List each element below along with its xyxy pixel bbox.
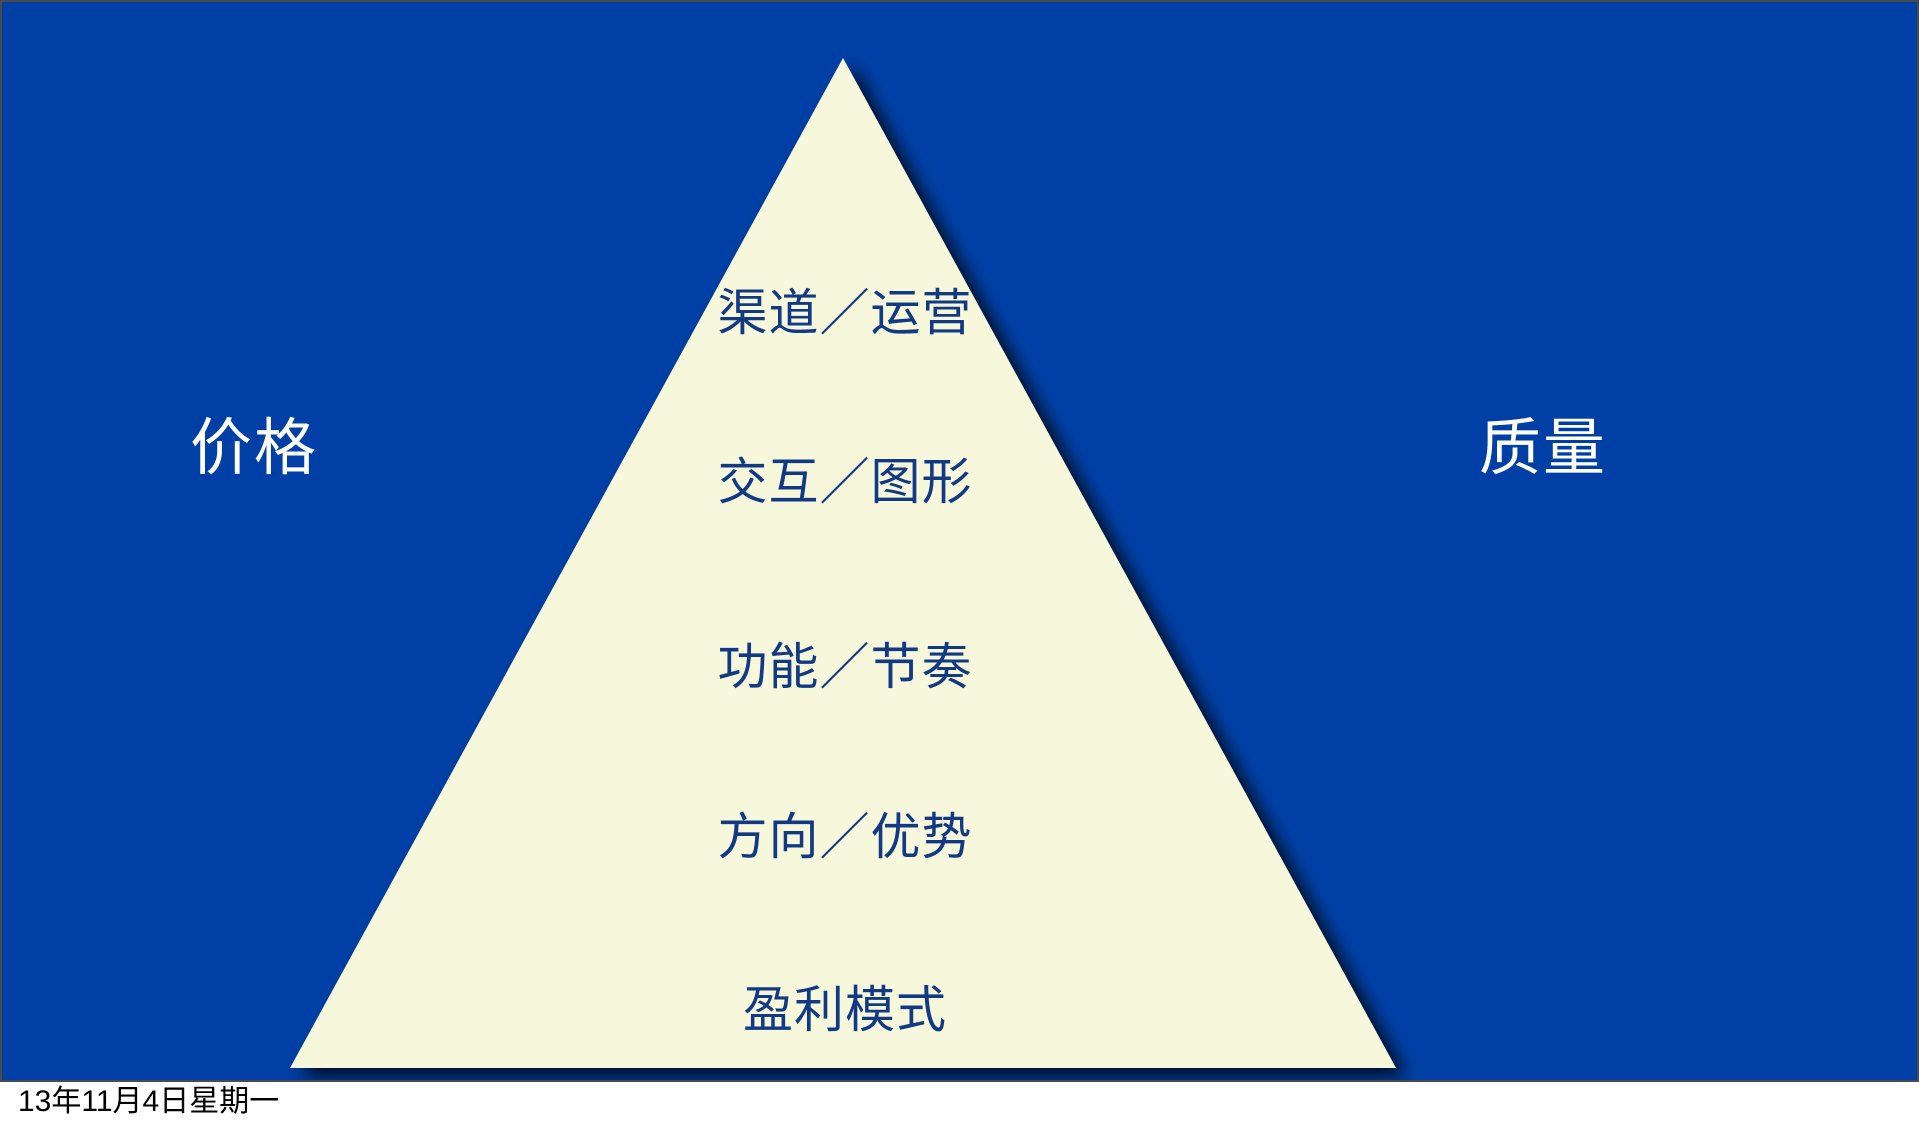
quality-label: 质量 bbox=[1479, 411, 1608, 484]
pyramid-shape bbox=[290, 58, 1396, 1068]
slide: 价格 质量 渠道／运营 交互／图形 功能／节奏 方向／优势 盈利模式 bbox=[0, 0, 1919, 1082]
pyramid-tier-interaction-graphics: 交互／图形 bbox=[717, 453, 973, 511]
price-label: 价格 bbox=[190, 411, 319, 484]
footer-date: 13年11月4日星期一 bbox=[18, 1085, 280, 1118]
pyramid-tier-direction-advantage: 方向／优势 bbox=[717, 808, 973, 866]
pyramid-tier-channel-operation: 渠道／运营 bbox=[717, 284, 973, 342]
pyramid-tier-function-rhythm: 功能／节奏 bbox=[717, 638, 973, 696]
pyramid-tier-profit-model: 盈利模式 bbox=[743, 981, 947, 1039]
